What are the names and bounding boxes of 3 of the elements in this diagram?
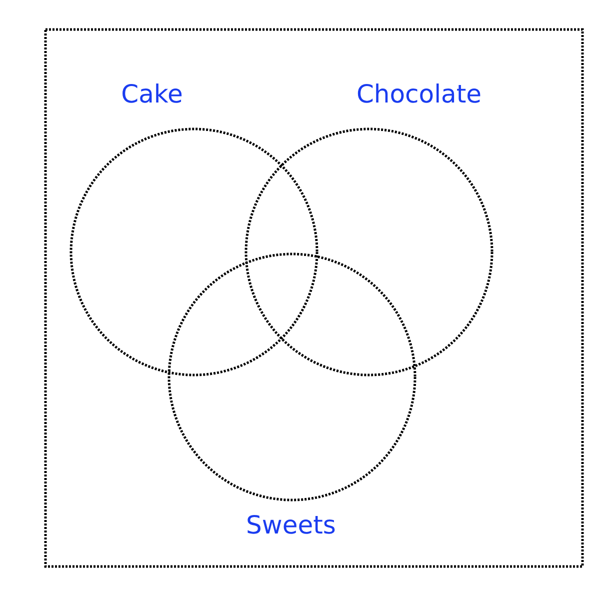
set-label: Chocolate	[356, 80, 482, 108]
set-label: Cake	[121, 80, 183, 108]
set-label: Sweets	[246, 510, 336, 540]
